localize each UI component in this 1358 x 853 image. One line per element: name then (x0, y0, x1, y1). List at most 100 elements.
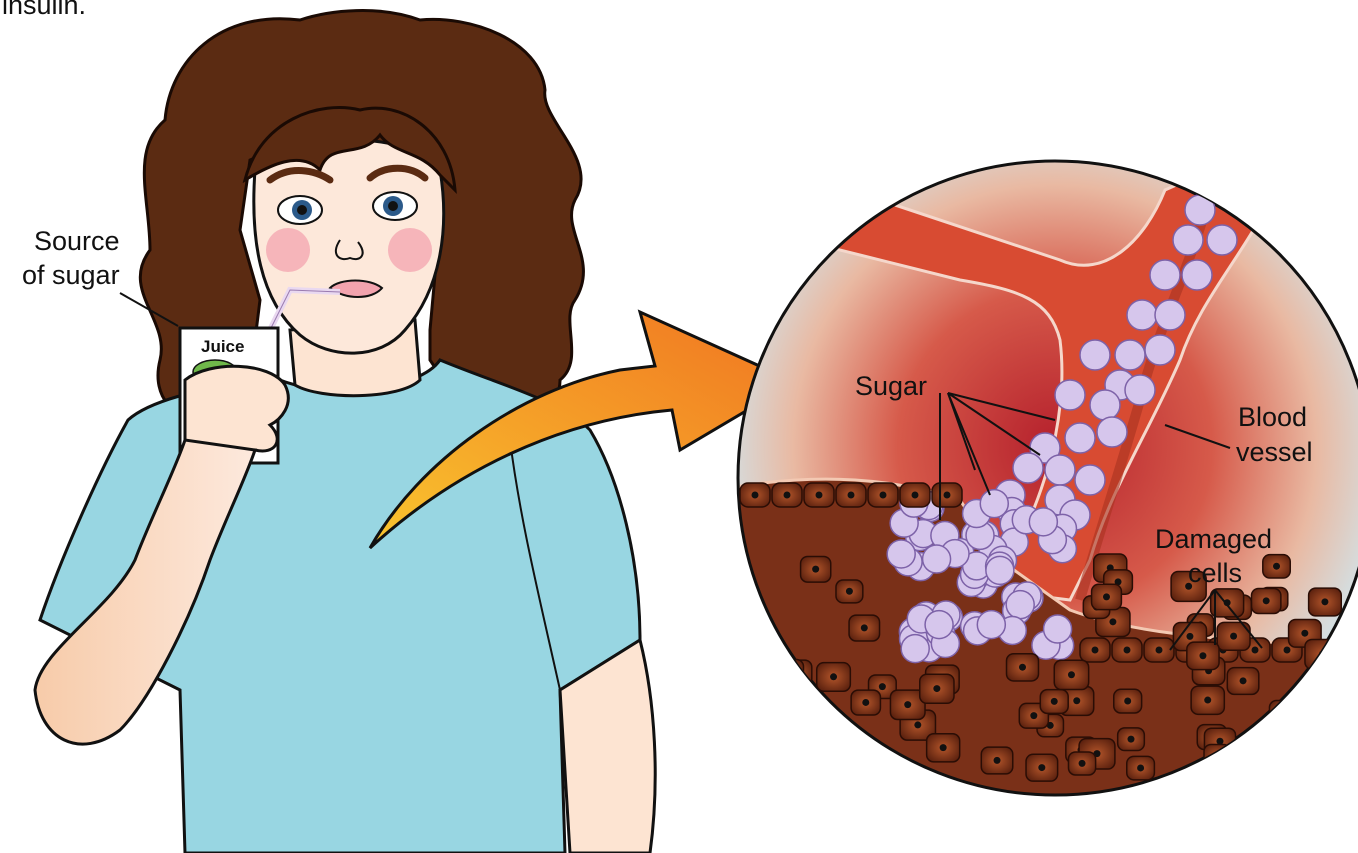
cell-nucleus (1127, 736, 1134, 743)
cell-nucleus (1190, 798, 1197, 805)
cell-nucleus (921, 791, 928, 798)
cell-nucleus (848, 492, 855, 499)
cell-nucleus (879, 683, 886, 690)
cell-nucleus (1273, 563, 1280, 570)
top-caption: insulin. (2, 0, 86, 20)
sugar-molecule (1207, 225, 1237, 255)
sugar-molecule (1013, 453, 1043, 483)
cell-nucleus (944, 492, 951, 499)
tissue-cell (1213, 776, 1245, 803)
sugar-molecule (1127, 300, 1157, 330)
cell-nucleus (880, 492, 887, 499)
sugar-molecule (1045, 455, 1075, 485)
sugar-molecule (1115, 340, 1145, 370)
cell-nucleus (1252, 647, 1259, 654)
cell-nucleus (862, 699, 869, 706)
cell-nucleus (1321, 598, 1328, 605)
cell-nucleus (1137, 764, 1144, 771)
blood-vessel-label-line1: Blood (1238, 402, 1307, 432)
cell-nucleus (933, 685, 940, 692)
cell-nucleus (752, 492, 759, 499)
cell-nucleus (830, 673, 837, 680)
cell-nucleus (1226, 797, 1233, 804)
tissue-cell (878, 762, 913, 792)
tissue-cell (1175, 786, 1211, 817)
cell-nucleus (846, 588, 853, 595)
cell-nucleus (924, 797, 931, 804)
sugar-label: Sugar (855, 371, 927, 401)
sugar-molecule (1125, 375, 1155, 405)
sugar-molecule (925, 611, 953, 639)
cell-nucleus (912, 492, 919, 499)
damaged-cells-label-line1: Damaged (1155, 524, 1272, 554)
cell-nucleus (1038, 764, 1045, 771)
cell-nucleus (904, 701, 911, 708)
cell-nucleus (1240, 677, 1247, 684)
cell-nucleus (1301, 630, 1308, 637)
sugar-molecule (1029, 508, 1057, 536)
cell-nucleus (861, 624, 868, 631)
cell-nucleus (1270, 764, 1277, 771)
sugar-molecule (887, 540, 915, 568)
sugar-molecule (1055, 380, 1085, 410)
cell-nucleus (1051, 698, 1058, 705)
cell-nucleus (1280, 708, 1287, 715)
cell-nucleus (892, 773, 899, 780)
left-cheek (266, 228, 310, 272)
right-cheek (388, 228, 432, 272)
sugar-molecule (986, 556, 1014, 584)
cell-nucleus (1103, 593, 1110, 600)
cell-nucleus (1299, 708, 1306, 715)
sugar-molecule (923, 545, 951, 573)
cell-nucleus (1263, 597, 1270, 604)
cell-nucleus (1230, 633, 1237, 640)
cell-nucleus (784, 670, 791, 677)
tissue-cell (1198, 767, 1228, 792)
tissue-cell (1212, 786, 1246, 815)
sugar-molecule (1006, 591, 1034, 619)
sugar-molecule (1065, 423, 1095, 453)
sugar-molecule (1155, 300, 1185, 330)
sugar-molecule (901, 635, 929, 663)
cell-nucleus (1186, 633, 1193, 640)
tissue-cell (771, 659, 804, 687)
cell-nucleus (1209, 776, 1216, 783)
sugar-molecule (977, 611, 1005, 639)
cell-nucleus (1019, 664, 1026, 671)
cell-nucleus (1204, 697, 1211, 704)
cell-nucleus (1092, 647, 1099, 654)
tissue-cell (1256, 753, 1292, 783)
sugar-molecule (1145, 335, 1175, 365)
cell-nucleus (1225, 786, 1232, 793)
cell-nucleus (994, 757, 1001, 764)
cell-nucleus (1199, 652, 1206, 659)
sugar-molecule (1173, 225, 1203, 255)
sugar-molecule (1044, 615, 1072, 643)
tissue-cell (1305, 639, 1340, 669)
cell-nucleus (1124, 647, 1131, 654)
cell-nucleus (1079, 760, 1086, 767)
cell-nucleus (1156, 647, 1163, 654)
sugar-molecule (980, 490, 1008, 518)
blood-vessel-label-line2: vessel (1236, 437, 1313, 467)
sugar-molecule (1080, 340, 1110, 370)
cell-nucleus (1030, 712, 1037, 719)
cell-nucleus (816, 492, 823, 499)
source-label-line1: Source (34, 226, 120, 256)
tissue-cell (915, 789, 942, 812)
sugar-molecule (1097, 417, 1127, 447)
cell-nucleus (793, 669, 800, 676)
tissue-cell (910, 783, 939, 808)
cell-nucleus (1068, 671, 1075, 678)
cell-nucleus (914, 721, 921, 728)
cell-nucleus (1073, 697, 1080, 704)
juice-label: Juice (201, 337, 244, 356)
source-label-line2: of sugar (22, 260, 120, 290)
tissue-cell (1288, 699, 1317, 724)
cell-nucleus (1284, 647, 1291, 654)
sugar-molecule (1185, 195, 1215, 225)
cell-nucleus (1124, 698, 1131, 705)
cell-nucleus (1109, 618, 1116, 625)
sugar-molecule (1150, 260, 1180, 290)
